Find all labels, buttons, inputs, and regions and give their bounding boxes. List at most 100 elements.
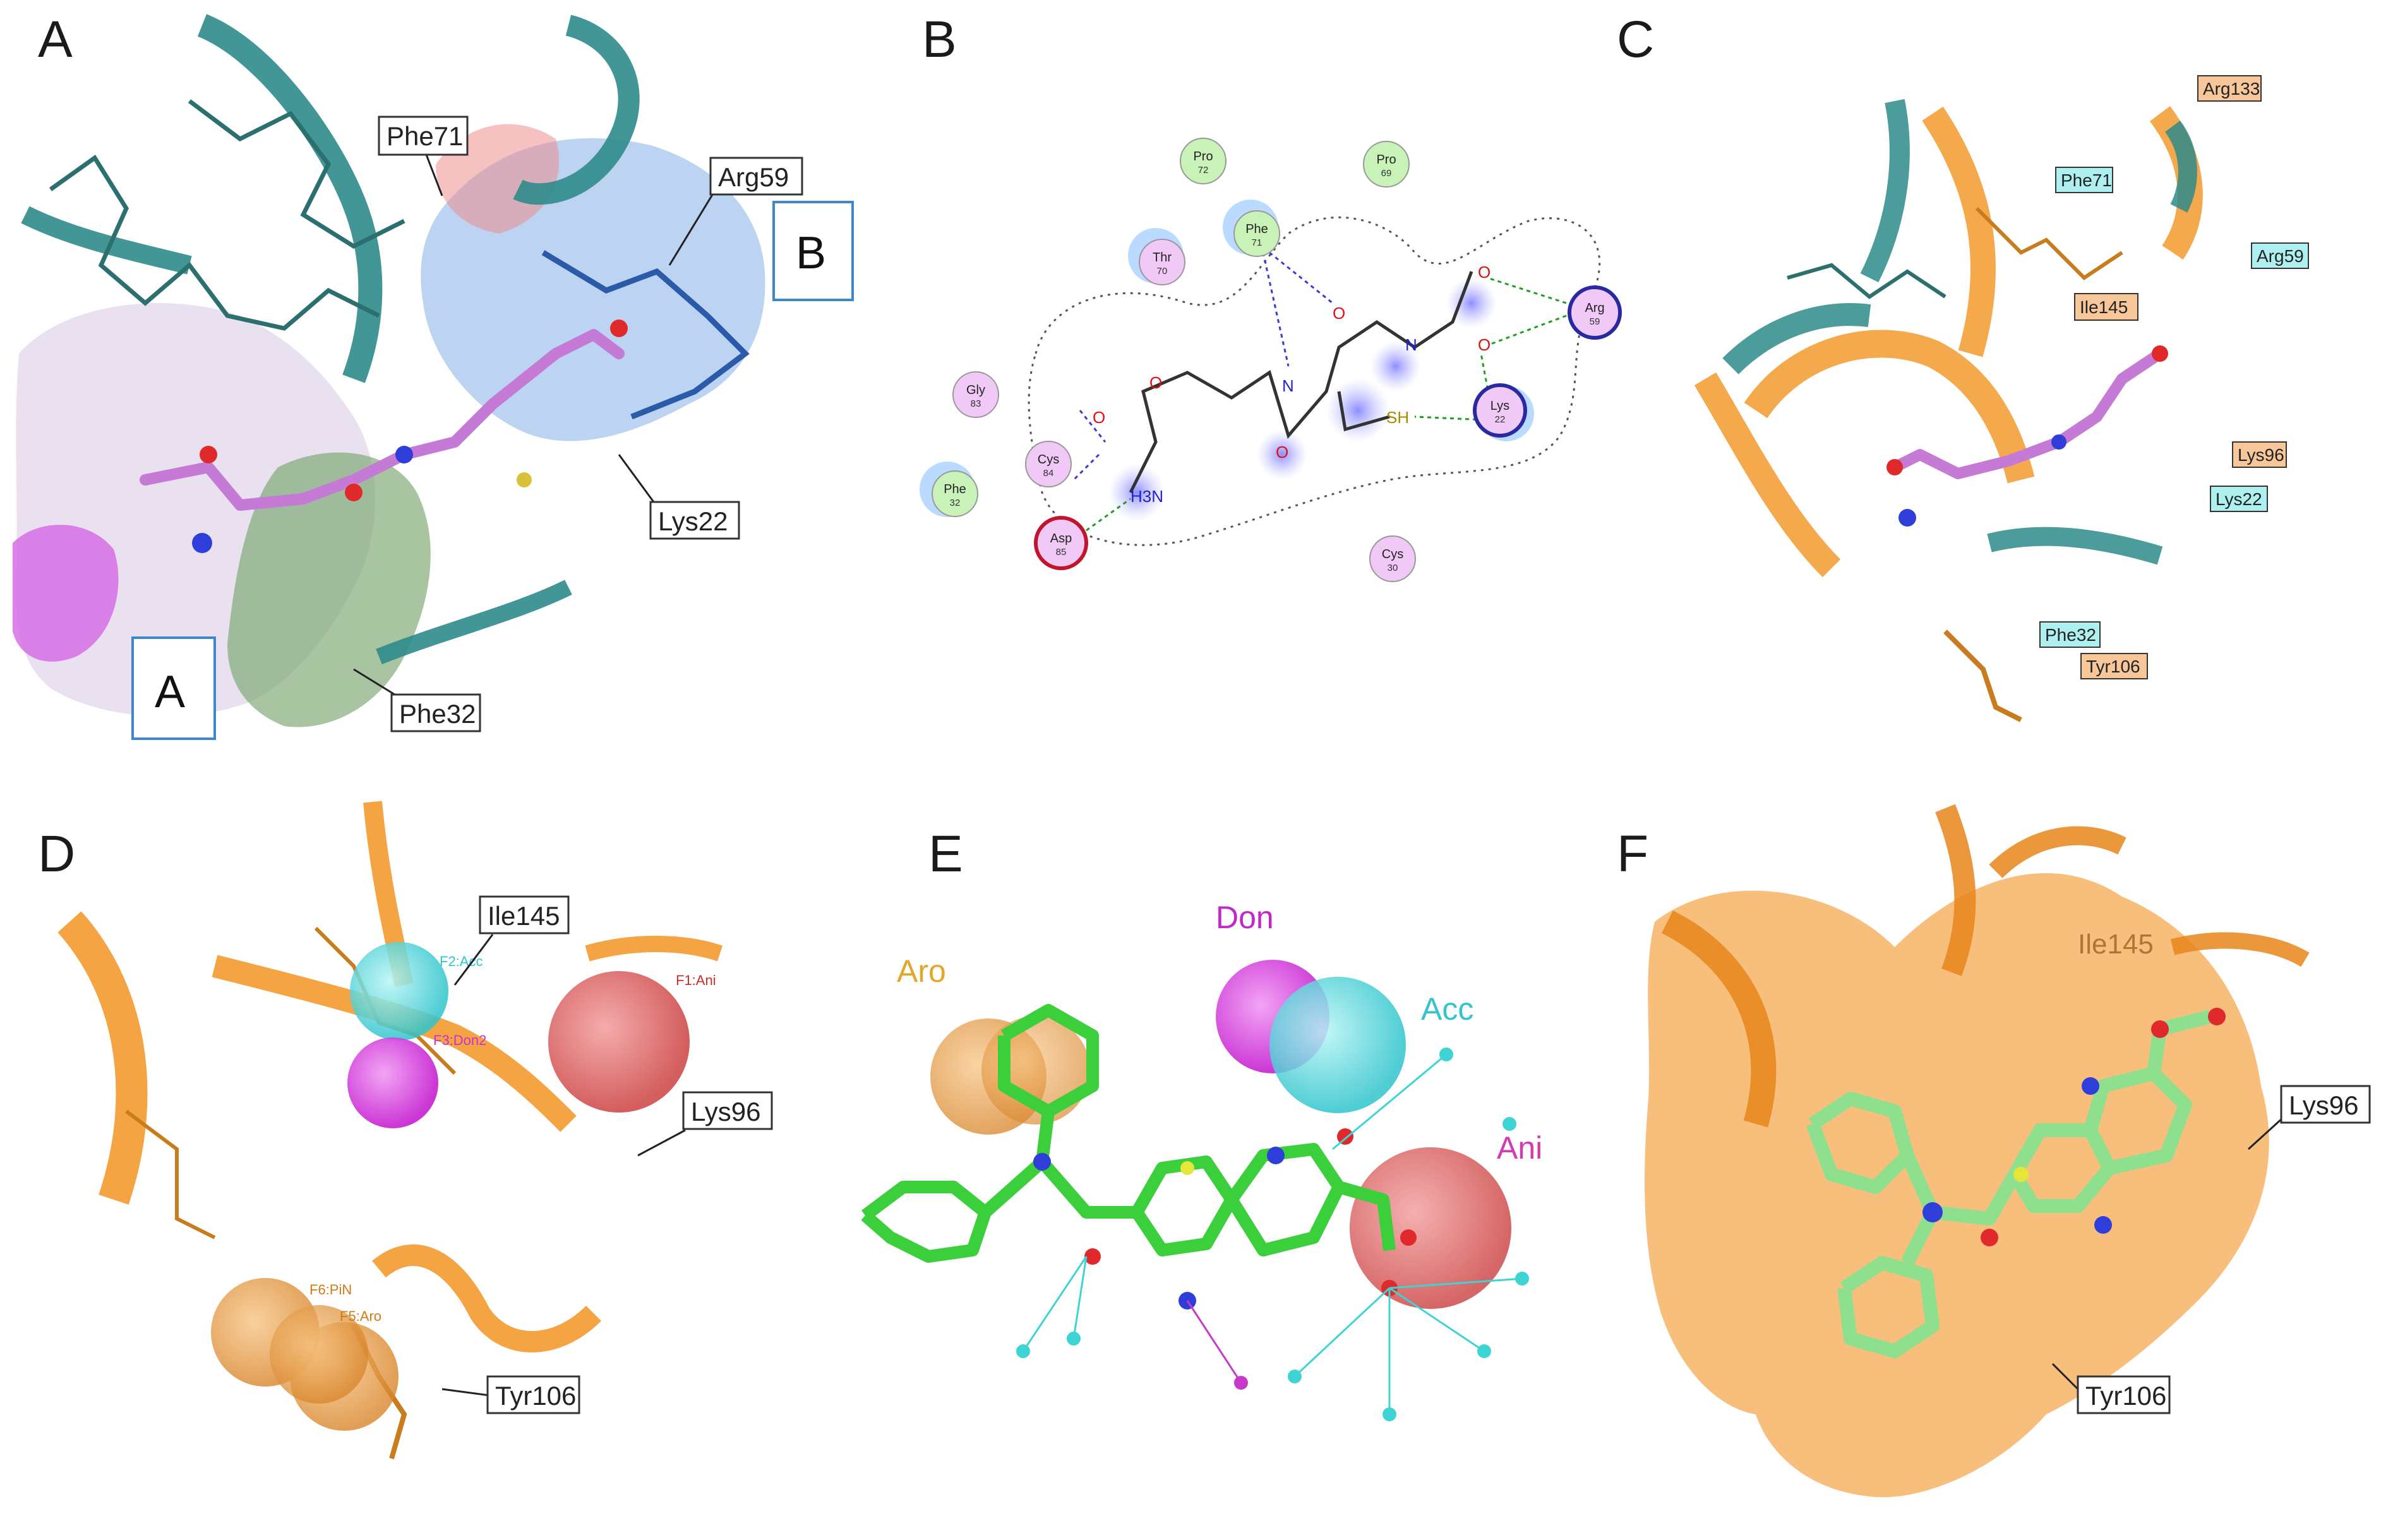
feature-tag-don: F3:Don2	[433, 1032, 486, 1048]
callout-box-phe32	[390, 693, 481, 732]
atom-o-e1	[1084, 1248, 1101, 1265]
atom-n2: N	[1405, 335, 1417, 354]
ligand-oxygen-a1	[200, 446, 217, 463]
feature-label-aro: Aro	[897, 953, 946, 989]
feature-label-don: Don	[1216, 900, 1274, 935]
ligand-carboxyl-e	[1337, 1181, 1396, 1251]
callout-arg59: Arg59	[718, 162, 789, 192]
ribbon-teal-c4	[2164, 121, 2197, 213]
svg-text:85: 85	[1056, 547, 1067, 558]
ribbon-teal-c1	[1722, 303, 1871, 374]
atom-s-e	[1180, 1161, 1194, 1175]
ribbon-orange-d1	[57, 911, 148, 1205]
hbond-asp85-b	[1086, 498, 1131, 532]
svg-text:71: 71	[1252, 237, 1262, 248]
ribbon-teal-1	[197, 14, 383, 383]
callout-lys22: Lys22	[658, 506, 728, 536]
callout-lys96-c: Lys96	[2238, 445, 2284, 465]
callout-box-phe71-c	[2055, 167, 2113, 193]
svg-text:Cys: Cys	[1382, 547, 1403, 561]
atom-o5: O	[1478, 263, 1490, 282]
panel-f: F Ile145 Lys96 Tyr106	[1617, 804, 2371, 1498]
atom-sh: SH	[1386, 408, 1409, 427]
pocket-box-a	[131, 636, 216, 740]
svg-text:Phe: Phe	[1245, 222, 1268, 236]
hbond-phe71-b	[1269, 251, 1333, 304]
halo-2	[1257, 429, 1307, 480]
callout-lys96-d: Lys96	[691, 1097, 761, 1126]
svg-text:22: 22	[1495, 414, 1506, 425]
ribbon-orange-c1	[1744, 330, 2035, 484]
panel-label-c: C	[1617, 11, 1654, 68]
atom-n1: N	[1282, 376, 1294, 395]
leader-lys96-d	[637, 1129, 686, 1157]
residue-pro72: Pro 72	[1180, 138, 1226, 184]
leader-lys22	[618, 454, 655, 503]
callout-box-arg133	[2197, 75, 2262, 102]
callout-tyr106-f: Tyr106	[2085, 1381, 2166, 1411]
panel-e: E	[861, 825, 1542, 1421]
ligand-ring-f4	[2084, 1066, 2192, 1175]
residue-gly83: Gly 83	[952, 371, 999, 418]
ribbon-teal-4	[376, 580, 572, 665]
sphere-ani-e	[1350, 1147, 1511, 1309]
halo-1	[1108, 464, 1165, 521]
atom-o-e2	[1337, 1128, 1353, 1145]
pocket-magenta-patch	[13, 525, 119, 662]
atom-o4: O	[1333, 304, 1345, 323]
ribbon-orange-c3	[1922, 106, 1996, 357]
callout-arg133: Arg133	[2203, 79, 2260, 98]
svg-text:69: 69	[1381, 168, 1392, 179]
callout-arg59-c: Arg59	[2257, 246, 2304, 266]
svg-text:Arg: Arg	[1585, 301, 1604, 315]
residue-asp85: Asp 85	[1034, 516, 1088, 570]
panel-label-d: D	[38, 825, 75, 883]
ligand-ring-e3	[1131, 1155, 1238, 1256]
ribbon-orange-d5	[372, 1244, 602, 1352]
svg-text:Pro: Pro	[1376, 153, 1396, 167]
ligand-linker-f2	[1931, 1171, 2021, 1226]
sticks-backbone-b	[188, 99, 405, 249]
sphere-don-d	[347, 1037, 438, 1128]
ligand-nitrogen-c1	[1898, 509, 1916, 527]
ribbon-orange-d4	[585, 936, 723, 962]
callout-phe71-c: Phe71	[2061, 170, 2112, 190]
ligand-ring-e2	[998, 1004, 1099, 1118]
callout-box-tyr106-c	[2080, 653, 2148, 679]
atom-n-e2	[1267, 1147, 1285, 1164]
halo-3	[1326, 379, 1389, 442]
callout-box-lys22	[649, 501, 740, 540]
hbond-asp85-a	[1079, 410, 1107, 443]
leader-tyr106-d	[441, 1388, 490, 1397]
sticks-c-b	[1975, 206, 2123, 280]
svg-text:70: 70	[1157, 266, 1168, 277]
ribbon-teal-c3	[1987, 527, 2163, 565]
callout-box-ile145-c	[2074, 293, 2138, 321]
halo-4	[1446, 278, 1497, 328]
sticks-arg59	[541, 250, 750, 420]
leader-lys96-f	[2247, 1116, 2284, 1150]
svg-text:Phe: Phe	[944, 482, 966, 496]
atom-o-f1	[1981, 1229, 1998, 1246]
donor-point	[1234, 1376, 1248, 1390]
ribbon-orange-f4	[2170, 932, 2310, 967]
callout-box-arg59-c	[2251, 242, 2309, 269]
ligand-chain-a	[140, 329, 625, 511]
callout-phe32: Phe32	[399, 699, 476, 729]
atom-o-f2	[2151, 1020, 2169, 1038]
panel-d: D F2:Acc F1:Ani F3:Don2 F6:PiN F5:Aro Il…	[38, 801, 773, 1460]
sphere-aro-d2	[270, 1305, 368, 1404]
callout-ile145-f: Ile145	[2078, 929, 2154, 960]
panel-label-a: A	[38, 11, 73, 68]
ribbon-teal-2	[513, 15, 640, 205]
callout-box-phe71	[378, 116, 469, 156]
halo-5	[1370, 341, 1421, 391]
panel-label-e: E	[928, 825, 963, 883]
svg-text:Asp: Asp	[1050, 532, 1072, 546]
callout-phe32-c: Phe32	[2045, 625, 2096, 645]
callout-lys22-c: Lys22	[2216, 489, 2262, 509]
leader-arg59	[668, 192, 715, 266]
svg-text:Cys: Cys	[1038, 453, 1059, 467]
residue-phe32: Phe 32	[920, 462, 978, 517]
